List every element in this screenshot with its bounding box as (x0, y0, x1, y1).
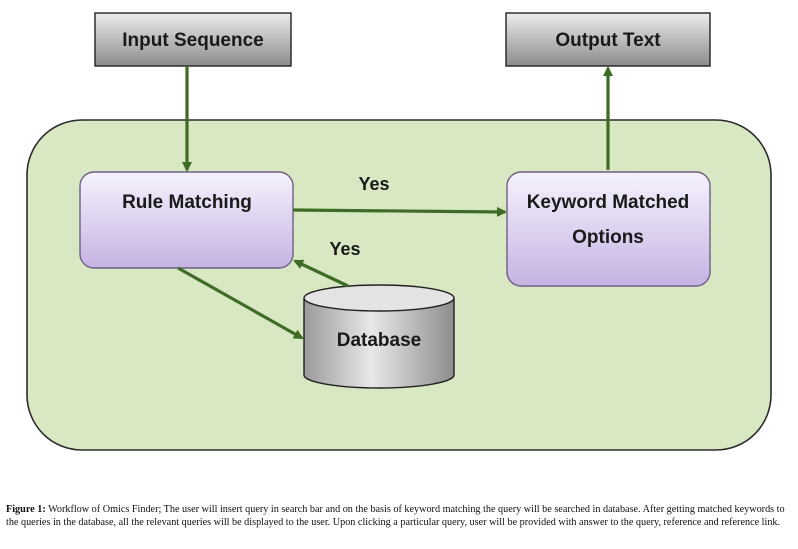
output-text-box (505, 12, 711, 67)
arrow-database-to-rule (293, 259, 349, 288)
workflow-diagram: Input Sequence Output Text Rule Matching… (26, 12, 772, 451)
arrow-rule-to-database (177, 266, 304, 340)
arrow-rule-to-keyword (292, 206, 507, 217)
edge-label-yes-bottom: Yes (329, 239, 360, 259)
keyword-matched-options-box (506, 171, 711, 287)
database-cylinder (303, 284, 455, 389)
database-label: Database (337, 330, 422, 351)
input-sequence-label: Input Sequence (122, 30, 263, 51)
keyword-matched-label-line2: Options (572, 227, 644, 248)
rule-matching-box (79, 171, 294, 269)
figure-caption: Figure 1: Workflow of Omics Finder; The … (6, 503, 792, 529)
output-text-label: Output Text (555, 30, 661, 51)
rule-matching-label: Rule Matching (122, 192, 252, 213)
keyword-matched-label-line1: Keyword Matched (527, 192, 690, 213)
caption-label: Figure 1: (6, 504, 46, 515)
input-sequence-box (94, 12, 292, 67)
caption-text: Workflow of Omics Finder; The user will … (6, 504, 785, 528)
edge-label-yes-top: Yes (358, 174, 389, 194)
